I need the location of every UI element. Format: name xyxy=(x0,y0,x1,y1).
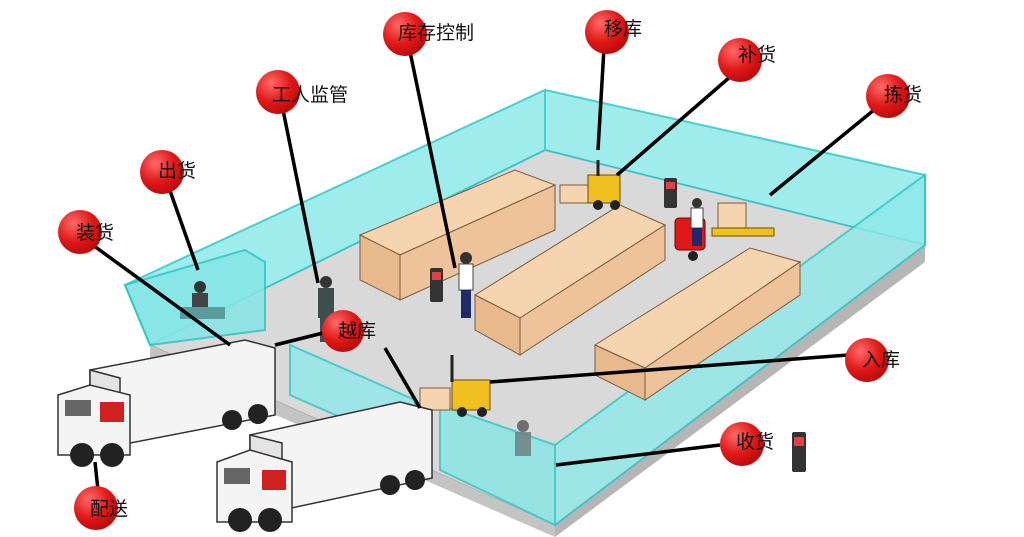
leader-picking xyxy=(768,103,882,197)
forklift-front xyxy=(419,355,491,417)
label-delivery: 配送 xyxy=(90,498,129,520)
label-put-away: 入库 xyxy=(862,349,901,371)
leader-loading xyxy=(88,241,232,347)
leader-lines xyxy=(88,41,882,491)
label-dot xyxy=(256,70,300,114)
scanner-icon xyxy=(664,178,677,208)
scanner-icon xyxy=(430,268,443,302)
leader-shipping xyxy=(166,184,200,271)
label-cross-dock: 越库 xyxy=(338,320,377,342)
scanner-icon xyxy=(792,432,806,472)
label-shipping: 出货 xyxy=(158,160,197,182)
leader-inventory-control xyxy=(406,41,457,269)
worker-inventory xyxy=(458,252,474,318)
leader-delivery xyxy=(93,461,100,491)
label-move-stock: 移库 xyxy=(604,18,643,40)
label-receiving: 收货 xyxy=(736,431,775,453)
label-worker-monitoring: 工人监管 xyxy=(272,84,349,106)
leader-worker-monitoring xyxy=(280,104,320,284)
label-dot xyxy=(140,150,184,194)
label-replenish: 补货 xyxy=(738,44,777,66)
forklift-back xyxy=(559,160,621,210)
label-dot xyxy=(718,38,762,82)
label-dot xyxy=(58,210,102,254)
truck-2 xyxy=(216,401,433,532)
pallet-truck xyxy=(674,202,775,261)
pallet-row-2 xyxy=(473,204,667,356)
label-dot xyxy=(845,338,889,382)
leader-put-away xyxy=(489,353,849,384)
worker-receiving xyxy=(515,420,531,456)
label-loading: 装货 xyxy=(76,222,115,244)
truck-1 xyxy=(57,339,276,467)
label-picking: 拣货 xyxy=(884,84,923,106)
label-dot xyxy=(383,12,427,56)
label-dot xyxy=(322,310,364,352)
leader-receiving xyxy=(555,443,721,467)
worker-picking xyxy=(690,198,704,246)
label-dot xyxy=(866,74,910,118)
leader-move-stock xyxy=(596,47,606,151)
label-dot xyxy=(74,486,118,530)
label-dot xyxy=(720,422,764,466)
label-inventory-control: 库存控制 xyxy=(398,22,475,44)
leader-cross-dock-right xyxy=(383,347,422,409)
label-dot xyxy=(585,10,629,54)
leader-replenish xyxy=(615,68,740,177)
